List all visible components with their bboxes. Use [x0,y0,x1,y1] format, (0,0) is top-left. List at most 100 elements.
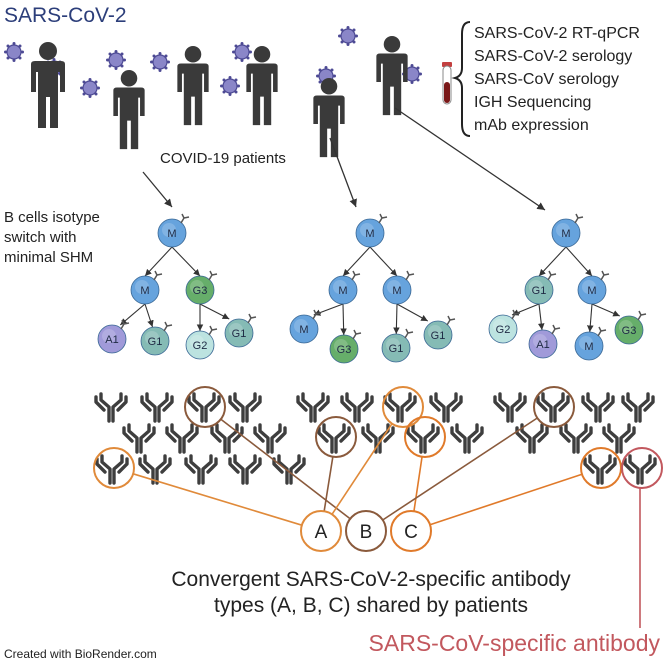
bcell-label: M [561,228,570,240]
virus-icon [4,42,24,62]
antibody-icon [429,392,463,423]
connector-line [132,473,303,526]
bcell-m-icon: M [130,270,163,305]
bcell-g3-icon: G3 [185,270,218,305]
sars-cov-label: SARS-CoV-specific antibody [369,630,661,656]
bcell-m-icon: M [355,213,388,248]
bcell-note: B cells isotype switch with minimal SHM [4,209,100,266]
type-a-label: A [315,522,328,543]
bcell-g1-icon: G1 [381,328,414,363]
antibody-icon [623,454,657,485]
connector-line [331,423,393,515]
assay-list: SARS-CoV-2 RT-qPCR SARS-CoV-2 serology S… [474,25,640,134]
highlight-circle [315,416,357,458]
virus-icon [232,42,252,62]
bcell-label: G1 [232,328,247,340]
virus-icon [80,78,100,98]
antibody-icon [621,392,655,423]
bcell-label: G1 [532,285,547,297]
bcell-label: A1 [105,334,118,346]
bcell-label: G1 [431,330,446,342]
bcell-g1-icon: G1 [423,315,456,350]
bcell-note-line: B cells isotype [4,209,100,226]
bcell-label: G3 [193,285,208,297]
antibody-icon [450,423,484,454]
antibody-icon [493,392,527,423]
assay-item: SARS-CoV-2 RT-qPCR [474,25,640,42]
highlight-circle [404,416,446,458]
patient-icon [376,36,408,116]
patient-icon [246,46,278,126]
bcell-label: A1 [536,339,549,351]
patients-label: COVID-19 patients [160,150,286,167]
assay-bracket [451,21,471,137]
antibody-icon [383,392,417,423]
antibody-icon [138,454,172,485]
pathogen-label: SARS-CoV-2 [4,4,127,27]
convergent-text-line-2: types (A, B, C) shared by patients [214,594,528,617]
bcell-g1-icon: G1 [524,270,557,305]
highlight-circle [184,386,226,428]
convergent-text-line-1: Convergent SARS-CoV-2-specific antibody [171,568,571,591]
assay-item: SARS-CoV serology [474,71,619,88]
assay-item: SARS-CoV-2 serology [474,48,632,65]
antibody-icon [228,392,262,423]
bcell-m-icon: M [382,270,415,305]
antibody-icon [165,423,199,454]
bcell-m-icon: M [157,213,190,248]
arrow-patient-to-tree-3 [394,107,546,211]
bcell-g2-icon: G2 [488,309,521,344]
patient-icon [313,78,345,158]
highlighted-antibodies [93,386,663,489]
patient-icon [177,46,209,126]
type-b-circle [345,510,387,552]
virus-icon [106,50,126,70]
antibody-icon [140,392,174,423]
highlight-circle [382,386,424,428]
bcell-label: G3 [622,325,637,337]
bcell-label: M [167,228,176,240]
arrow-patient-to-tree-2 [329,137,357,208]
type-a-circle [300,510,342,552]
bcell-g1-icon: G1 [140,321,173,356]
antibody-icon [253,423,287,454]
bcell-label: M [587,285,596,297]
highlight-circle [93,447,135,489]
antibody-icon [122,423,156,454]
bcell-note-line: switch with [4,229,77,246]
bcell-m-icon: M [574,326,607,361]
bcell-g3-icon: G3 [329,329,362,364]
bcell-label: M [365,228,374,240]
antibody-icon [210,423,244,454]
bcell-m-icon: M [551,213,584,248]
connector-line [382,417,538,521]
arrow-patient-to-tree-1 [142,171,173,208]
virus-icon [338,26,358,46]
bcell-m-icon: M [328,270,361,305]
assay-item: mAb expression [474,117,589,134]
antibody-icon [187,392,221,423]
bcell-a1-icon: A1 [528,324,561,359]
bcell-g3-icon: G3 [614,310,647,345]
bcell-g1-icon: G1 [224,313,257,348]
antibody-icon [95,454,129,485]
connector-line [220,418,351,520]
antibody-icon [581,392,615,423]
bcell-label: M [584,341,593,353]
bcell-a1-icon: A1 [97,319,130,354]
bcell-label: M [299,324,308,336]
virus-icon [150,52,170,72]
bcell-label: G1 [389,343,404,355]
antibody-icon [340,392,374,423]
bcell-label: M [140,285,149,297]
bcell-g2-icon: G2 [185,325,218,360]
antibody-icon [536,392,570,423]
type-c-label: C [404,522,418,543]
assay-item: IGH Sequencing [474,94,591,111]
antibody-icon [184,454,218,485]
antibody-type-markers: A B C [300,510,432,552]
highlight-circle [533,386,575,428]
